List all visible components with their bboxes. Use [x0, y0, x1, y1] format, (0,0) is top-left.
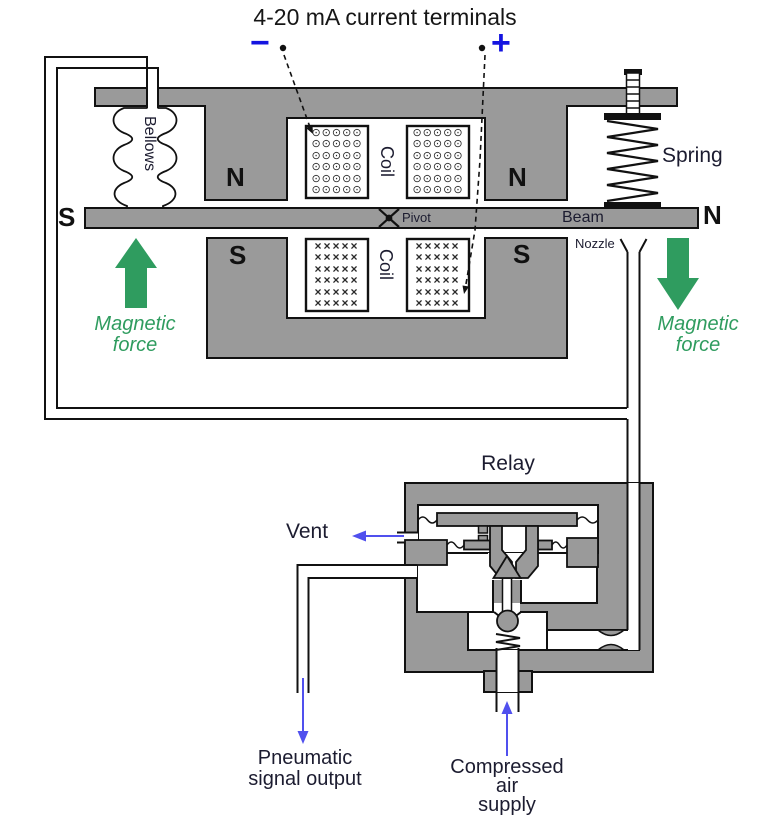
upper-diaphragm — [436, 512, 578, 527]
output-arrow — [297, 678, 309, 744]
pole-lower-right-label: S — [513, 239, 531, 269]
magnetic-force-up-arrow — [115, 238, 157, 308]
coil-box-upper-left — [304, 124, 370, 200]
coil-symbols-upper-right: ⊙⊙⊙⊙⊙ ⊙⊙⊙⊙⊙ ⊙⊙⊙⊙⊙ ⊙⊙⊙⊙⊙ ⊙⊙⊙⊙⊙ ⊙⊙⊙⊙⊙ — [412, 126, 464, 196]
nozzle-label: Nozzle — [575, 236, 615, 251]
relay-internals — [404, 512, 599, 651]
output-pipe — [296, 564, 417, 693]
coil-symbols-lower-left: ××××× ××××× ××××× ××××× ××××× ××××× — [314, 238, 360, 310]
magnetic-force-right-label: Magnetic force — [633, 314, 763, 356]
magnetic-force-down-arrow — [657, 238, 699, 310]
pole-upper-right-label: N — [508, 162, 527, 192]
relay-label: Relay — [481, 452, 535, 475]
ball-valve-icon — [496, 609, 519, 633]
minus-terminal-label: − — [250, 24, 270, 62]
beam-label: Beam — [562, 209, 604, 226]
magnetic-force-left-line2: force — [112, 334, 158, 356]
vent-label: Vent — [286, 520, 329, 543]
coil-box-lower-right — [405, 237, 471, 313]
pivot-icon — [378, 208, 400, 228]
nozzle-icon — [619, 238, 648, 253]
feedback-pipe — [44, 56, 627, 420]
zero-screw-icon — [624, 69, 642, 117]
magnetic-force-right-line1: Magnetic — [657, 313, 739, 335]
relay-spring-icon — [495, 633, 521, 651]
beam-pole-left-label: S — [58, 202, 76, 232]
compressed-air-label: Compressed air supply — [427, 756, 587, 816]
compressed-air-line1: Compressed — [450, 756, 564, 778]
pole-upper-left-label: N — [226, 162, 245, 192]
lower-diaphragm-left — [463, 539, 491, 551]
terminal-dot-plus — [478, 44, 486, 52]
beam-pole-right-label: N — [703, 200, 722, 230]
nozzle-pipe — [626, 252, 641, 650]
spring-label: Spring — [662, 144, 723, 167]
dashed-wire-plus — [462, 54, 486, 294]
magnetic-force-right-line2: force — [675, 334, 721, 356]
coil-symbols-lower-right: ××××× ××××× ××××× ××××× ××××× ××××× — [415, 238, 461, 310]
restriction-icon — [595, 629, 627, 651]
magnetic-force-left-label: Magnetic force — [70, 314, 200, 356]
pole-lower-left-label: S — [229, 240, 247, 270]
coil-symbols-upper-left: ⊙⊙⊙⊙⊙ ⊙⊙⊙⊙⊙ ⊙⊙⊙⊙⊙ ⊙⊙⊙⊙⊙ ⊙⊙⊙⊙⊙ ⊙⊙⊙⊙⊙ — [311, 126, 363, 196]
coil-box-upper-right — [405, 124, 471, 200]
compressed-air-line2: air — [495, 775, 519, 797]
coil-boxes — [304, 124, 471, 313]
lower-diaphragm-right — [537, 539, 553, 551]
lower-magnet — [206, 237, 568, 359]
coil-lower-label: Coil — [376, 249, 396, 281]
pneumatic-output-label: Pneumatic signal output — [225, 748, 385, 790]
terminal-dot-minus — [279, 44, 287, 52]
output-port-block — [404, 539, 448, 566]
relay-housing — [397, 482, 654, 693]
magnetic-force-left-line1: Magnetic — [94, 313, 176, 335]
plus-terminal-label: + — [491, 24, 511, 62]
bellows-label: Bellows — [141, 116, 158, 172]
valve-plug-icon — [491, 554, 523, 579]
supply-pipe — [495, 648, 520, 712]
dashed-wire-minus — [283, 54, 313, 134]
vent-arrow — [352, 530, 404, 542]
coil-box-lower-left — [304, 237, 370, 313]
supply-arrow — [501, 701, 513, 756]
page-title: 4-20 mA current terminals — [253, 4, 517, 30]
compressed-air-line3: supply — [478, 794, 536, 816]
upper-magnet — [94, 87, 678, 201]
spring-assembly — [604, 113, 661, 209]
pneumatic-output-line2: signal output — [248, 768, 362, 790]
pivot-label: Pivot — [402, 210, 431, 225]
coil-upper-label: Coil — [377, 146, 397, 178]
pneumatic-output-line1: Pneumatic — [257, 747, 353, 769]
